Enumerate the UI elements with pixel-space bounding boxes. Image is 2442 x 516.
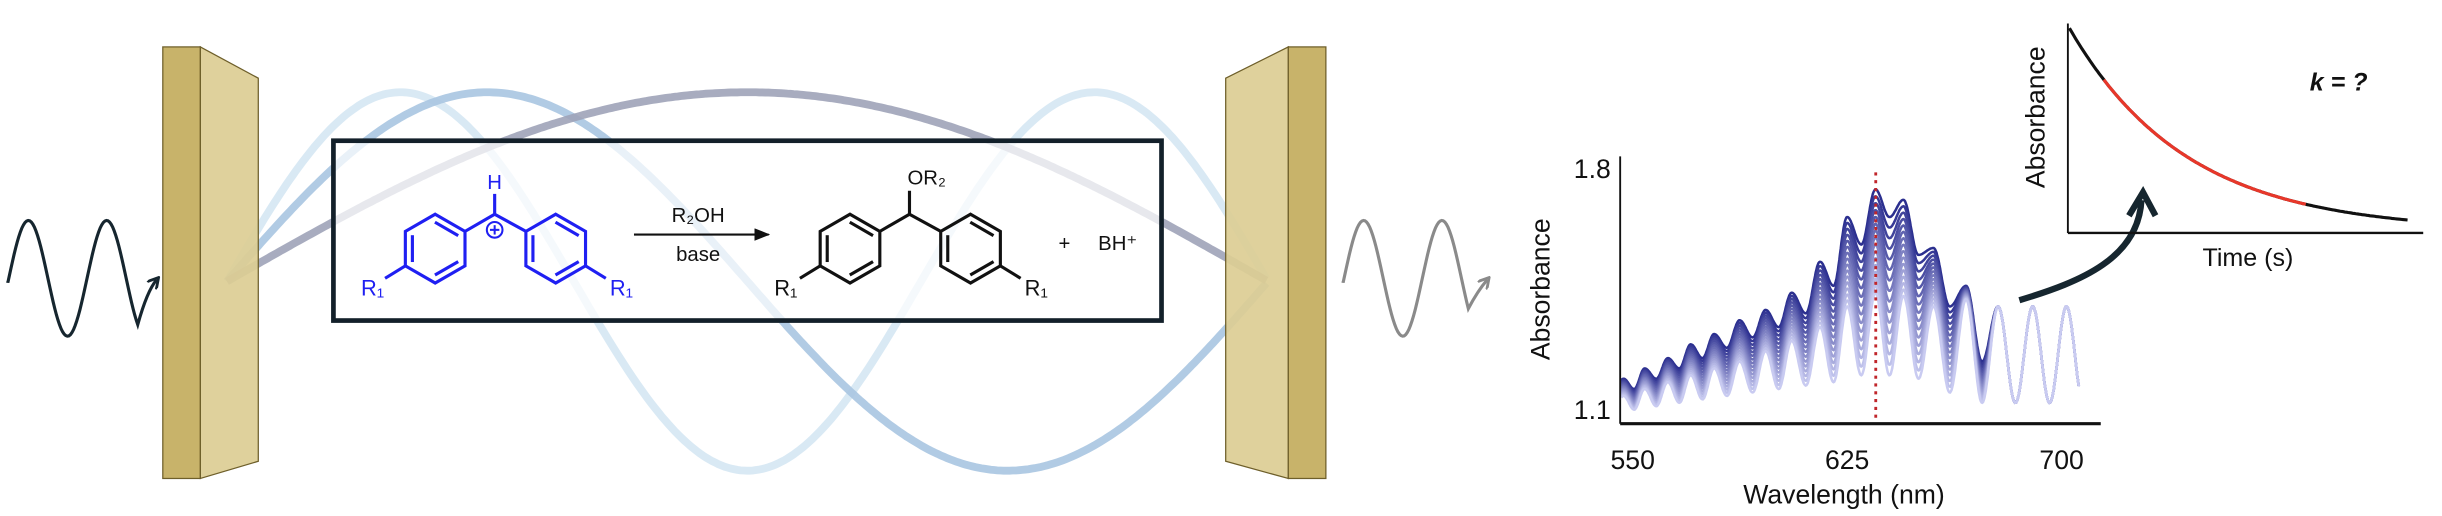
carbocation-reactant	[384, 193, 607, 285]
decay-curve	[2068, 27, 2408, 222]
product-r1-right: R₁	[1025, 276, 1048, 301]
bond	[584, 264, 607, 280]
reagent-base: base	[676, 244, 720, 266]
rate-constant-annotation: k = ?	[2310, 69, 2368, 97]
reactant-r1-right: R₁	[610, 276, 633, 301]
bond	[878, 212, 911, 233]
positive-charge-icon	[485, 221, 504, 239]
x-axis-label: Wavelength (nm)	[1743, 480, 1944, 510]
kinetics-x-axis-label: Time (s)	[2202, 244, 2293, 272]
right-mirror-front	[1287, 46, 1327, 480]
x-tick-label: 625	[1825, 445, 1869, 475]
kinetics-chart: Absorbance Time (s) k = ?	[2020, 23, 2424, 272]
y-tick-label: 1.8	[1574, 154, 1611, 184]
byproduct-label: BH⁺	[1098, 233, 1137, 255]
curved-arrow-head-icon	[2126, 185, 2159, 218]
outgoing-light-wave	[1341, 218, 1487, 338]
fit-segment	[2102, 78, 2307, 206]
kinetics-y-axis-label: Absorbance	[2020, 46, 2050, 188]
ether-product	[799, 190, 1022, 285]
reaction-scheme: H R₁ R₁ R₂OH base OR₂ R₁ R₁ + BH⁺	[361, 168, 1137, 301]
x-tick-label: 700	[2039, 445, 2083, 475]
reactant-r1-left: R₁	[361, 276, 384, 301]
cavity-mode-3	[223, 88, 1270, 475]
right-mirror	[1225, 45, 1327, 480]
product-or2-label: OR₂	[908, 168, 946, 190]
bond	[999, 264, 1022, 280]
plus-sign: +	[1059, 233, 1071, 255]
hydrogen-label: H	[487, 172, 502, 194]
y-axis-label: Absorbance	[1526, 218, 1556, 360]
y-tick-label: 1.1	[1574, 395, 1611, 425]
spectrum-traces	[1620, 188, 2081, 411]
bond	[384, 264, 407, 280]
bond	[799, 264, 822, 280]
left-mirror-side	[199, 45, 259, 480]
spectrum-trace	[1620, 291, 2081, 411]
absorbance-spectrum-chart: 550 625 700 1.1 1.8 Absorbance Wavelength (n…	[1526, 154, 2101, 509]
incoming-light-wave	[6, 218, 157, 338]
left-mirror	[162, 45, 259, 480]
curved-arrow	[2018, 199, 2145, 304]
reaction-scheme-box	[331, 138, 1164, 323]
reagent-alcohol: R₂OH	[672, 205, 725, 227]
bond	[493, 212, 527, 233]
product-r1-left: R₁	[774, 276, 797, 301]
bond	[464, 212, 496, 233]
right-mirror-side	[1225, 45, 1289, 480]
x-tick-label: 550	[1611, 445, 1655, 475]
left-mirror-front	[162, 46, 201, 480]
bond	[908, 212, 942, 233]
